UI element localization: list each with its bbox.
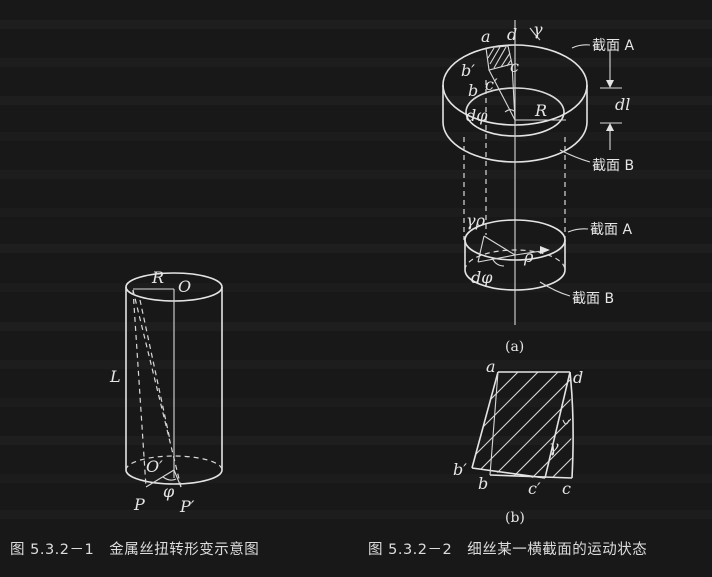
label-P: P — [133, 495, 145, 514]
label-b-b: b — [478, 474, 488, 493]
caption-figure-5-3-2-1: 图 5.3.2－1 金属丝扭转形变示意图 — [10, 542, 260, 558]
label-dphi-bottom: dφ — [471, 268, 493, 287]
leader-section-A-top — [571, 44, 591, 49]
leader-section-B-top — [559, 149, 591, 163]
label-R-a: R — [534, 101, 547, 120]
label-c-prime-a: c′ — [485, 75, 498, 94]
disk-element-edge — [477, 235, 485, 263]
label-O: O — [178, 277, 191, 296]
radial-line-b — [488, 69, 516, 121]
angle-phi-arc — [162, 476, 177, 481]
label-section-A-bottom: 截面 A — [590, 222, 632, 238]
panel-a-label: (a) — [505, 339, 524, 355]
generator-line-original — [132, 289, 147, 488]
label-a-b: a — [486, 357, 496, 376]
panel-b-label: (b) — [505, 510, 525, 526]
label-b-prime-b: b′ — [453, 460, 467, 479]
label-gamma-a: γ — [533, 20, 543, 39]
bottom-radius-OP-prime — [173, 469, 182, 488]
label-c-b: c — [562, 479, 571, 498]
label-dphi-a: dφ — [466, 106, 488, 125]
disk-bottom-front — [464, 269, 566, 291]
inner-dashed-line — [139, 299, 171, 441]
disk-radius-1 — [483, 235, 516, 256]
dl-arrowhead-bottom — [606, 123, 614, 131]
disk-bottom-back — [464, 249, 566, 271]
label-c-prime-b: c′ — [528, 479, 541, 498]
panel-b-diagram: a d γ b′ b c′ c (b) — [453, 357, 583, 526]
edge-dc-prime — [544, 371, 571, 479]
dl-arrowhead-top — [606, 80, 614, 88]
bottom-radius-OP — [145, 469, 175, 488]
edge-ab-original — [489, 371, 499, 476]
label-d-b: d — [573, 368, 583, 387]
edge-bc — [489, 474, 573, 479]
label-b-a: b — [468, 81, 478, 100]
edge-ab-prime — [471, 371, 499, 469]
dphi-arc-bottom — [491, 257, 505, 267]
label-section-A-top: 截面 A — [592, 38, 634, 54]
label-gamma-rho: γρ — [466, 211, 486, 230]
cylinder-diagram: R O L O′ φ P P′ — [109, 268, 223, 516]
dphi-arc-top — [504, 109, 515, 113]
generator-line-twisted — [132, 289, 182, 488]
label-P-prime: P′ — [179, 497, 195, 516]
label-d-a: d — [507, 25, 517, 44]
label-b-prime-a: b′ — [461, 61, 475, 80]
label-gamma-b: γ — [549, 437, 559, 456]
label-rho: ρ — [523, 247, 534, 266]
leader-gamma-top — [529, 27, 541, 41]
label-L: L — [109, 367, 121, 386]
leader-section-B-bottom — [539, 281, 571, 297]
rho-arrowhead — [540, 246, 550, 254]
cylinder-bottom-front — [125, 469, 223, 485]
label-c-a: c — [510, 57, 519, 76]
gamma-arc-b — [562, 419, 570, 425]
label-a-a: a — [481, 27, 491, 46]
label-phi: φ — [163, 482, 175, 501]
ring-hatched-element — [485, 45, 513, 71]
label-section-B-bottom: 截面 B — [572, 291, 614, 307]
edge-dc — [569, 371, 574, 479]
leader-section-A-bottom — [567, 228, 589, 233]
label-section-B-top: 截面 B — [592, 158, 634, 174]
disk-radius-2 — [477, 254, 516, 263]
label-dl: dl — [615, 95, 630, 114]
panel-a-diagram: a d γ b′ c b c′ dφ R dl 截面 A 截面 B γρ 截面 … — [442, 20, 634, 355]
caption-figure-5-3-2-2: 图 5.3.2－2 细丝某一横截面的运动状态 — [368, 542, 648, 558]
label-R-left: R — [151, 268, 164, 287]
label-O-prime: O′ — [146, 457, 163, 476]
